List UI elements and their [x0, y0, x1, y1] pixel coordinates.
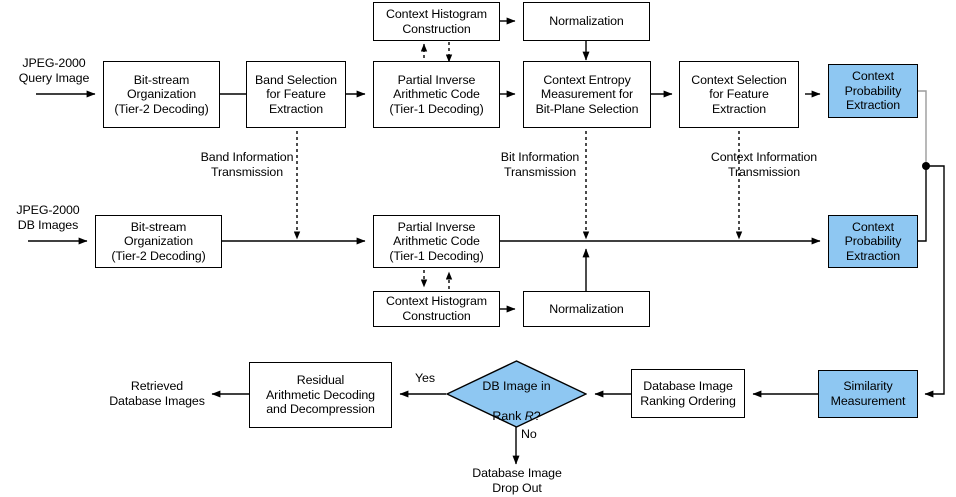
node-band-selection-for-feature-extraction[interactable]: Band Selection for Feature Extraction: [246, 61, 346, 128]
label-context-information-transmission: Context Information Transmission: [710, 150, 818, 179]
label-database-image-drop-out: Database Image Drop Out: [472, 466, 562, 495]
node-query-partial-inverse-arithmetic-code[interactable]: Partial Inverse Arithmetic Code (Tier-1 …: [373, 61, 500, 128]
wire-q-ctxprob-bus: [918, 90, 927, 166]
decision-db-image-in-rank[interactable]: DB Image in Rank R?: [446, 360, 587, 428]
decision-rank-variable: R: [524, 408, 534, 423]
diamond-shape: [446, 360, 587, 428]
node-db-context-histogram-construction[interactable]: Context Histogram Construction: [373, 291, 500, 327]
node-context-selection-for-feature-extraction[interactable]: Context Selection for Feature Extraction: [679, 61, 799, 128]
decision-line-2-post: ?: [533, 408, 541, 423]
node-query-context-histogram-construction[interactable]: Context Histogram Construction: [373, 2, 500, 41]
node-query-normalization[interactable]: Normalization: [523, 2, 650, 41]
node-similarity-measurement[interactable]: Similarity Measurement: [818, 370, 918, 418]
label-bit-information-transmission: Bit Information Transmission: [500, 150, 580, 179]
node-context-entropy-measurement[interactable]: Context Entropy Measurement for Bit-Plan…: [523, 61, 651, 128]
wire-db-ctxprob-bus: [918, 166, 927, 242]
label-yes: Yes: [415, 371, 435, 385]
decision-line-1: DB Image in: [482, 379, 551, 394]
wire-bus-to-similarity: [924, 165, 945, 398]
bus-junction-dot: [922, 162, 930, 170]
node-database-image-ranking-ordering[interactable]: Database Image Ranking Ordering: [631, 369, 745, 418]
node-db-context-probability-extraction[interactable]: Context Probability Extraction: [828, 215, 918, 268]
label-retrieved-database-images: Retrieved Database Images: [109, 379, 205, 408]
node-query-bitstream-organization[interactable]: Bit-stream Organization (Tier-2 Decoding…: [103, 61, 220, 128]
label-query-image: JPEG-2000 Query Image: [18, 56, 90, 85]
decision-line-2-pre: Rank: [492, 408, 525, 423]
node-db-partial-inverse-arithmetic-code[interactable]: Partial Inverse Arithmetic Code (Tier-1 …: [373, 215, 500, 268]
node-query-context-probability-extraction[interactable]: Context Probability Extraction: [828, 64, 918, 118]
node-db-normalization[interactable]: Normalization: [523, 291, 650, 327]
label-band-information-transmission: Band Information Transmission: [200, 150, 294, 179]
label-no: No: [521, 427, 537, 441]
node-residual-arithmetic-decoding[interactable]: Residual Arithmetic Decoding and Decompr…: [249, 362, 392, 428]
decision-label: DB Image in Rank R?: [446, 360, 587, 428]
node-db-bitstream-organization[interactable]: Bit-stream Organization (Tier-2 Decoding…: [95, 215, 222, 268]
label-db-images: JPEG-2000 DB Images: [16, 203, 80, 232]
